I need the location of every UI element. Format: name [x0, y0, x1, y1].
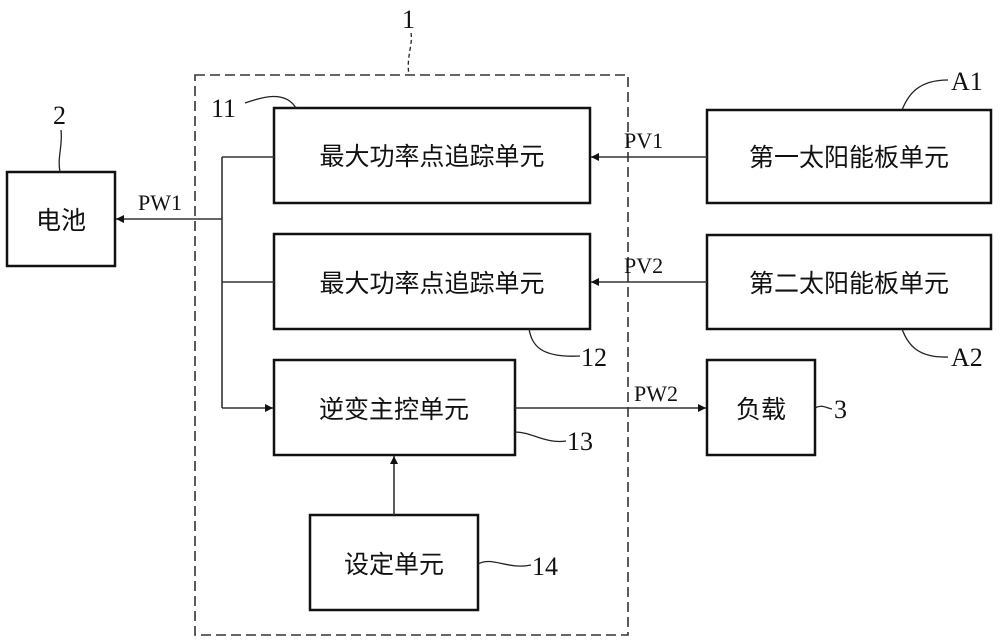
- battery-label: 电池: [36, 206, 86, 235]
- solar-panel-unit-1-leader: [901, 79, 949, 111]
- solar-panel-unit-2-label: 第二太阳能板单元: [749, 269, 949, 298]
- mppt-unit-1-ref: 11: [211, 94, 236, 123]
- solar-panel-unit-2-ref: A2: [951, 343, 983, 372]
- pw1-label: PW1: [138, 190, 182, 215]
- solar-panel-unit-1-label: 第一太阳能板单元: [749, 143, 949, 172]
- setting-unit: 设定单元: [308, 513, 480, 612]
- load-label: 负载: [736, 395, 786, 424]
- container-ref-leader: [407, 32, 413, 76]
- setting-unit-ref: 14: [532, 552, 558, 581]
- inverter-control-unit: 逆变主控单元: [272, 358, 517, 457]
- pv2-label: PV2: [624, 253, 663, 278]
- pv1-label: PV1: [624, 128, 663, 153]
- setting-unit-label: 设定单元: [344, 550, 444, 579]
- mppt-unit-2: 最大功率点追踪单元: [272, 232, 592, 331]
- mppt-unit-2-leader: [528, 328, 581, 357]
- load-ref: 3: [834, 395, 847, 424]
- solar-panel-unit-2-leader: [901, 328, 949, 358]
- load: 负载: [705, 358, 817, 457]
- solar-panel-unit-2: 第二太阳能板单元: [705, 233, 993, 331]
- setting-unit-leader: [477, 560, 532, 567]
- mppt-unit-2-label: 最大功率点追踪单元: [319, 269, 544, 298]
- inverter-control-unit-ref: 13: [567, 427, 593, 456]
- load-leader: [814, 405, 833, 410]
- inverter-control-unit-label: 逆变主控单元: [319, 395, 469, 424]
- mppt-unit-1-label: 最大功率点追踪单元: [319, 142, 544, 171]
- pw2-label: PW2: [634, 381, 678, 406]
- container-ref-label: 1: [402, 5, 415, 34]
- solar-panel-unit-1-ref: A1: [951, 67, 983, 96]
- inverter-control-unit-leader: [514, 431, 567, 443]
- battery-leader: [58, 129, 63, 173]
- system-container: [194, 74, 629, 636]
- mppt-unit-1-leader: [244, 95, 297, 109]
- battery-ref: 2: [53, 101, 66, 130]
- mppt-unit-2-ref: 12: [581, 343, 607, 372]
- battery: 电池: [5, 170, 117, 268]
- mppt-unit-1: 最大功率点追踪单元: [272, 106, 592, 205]
- solar-panel-unit-1: 第一太阳能板单元: [705, 108, 993, 205]
